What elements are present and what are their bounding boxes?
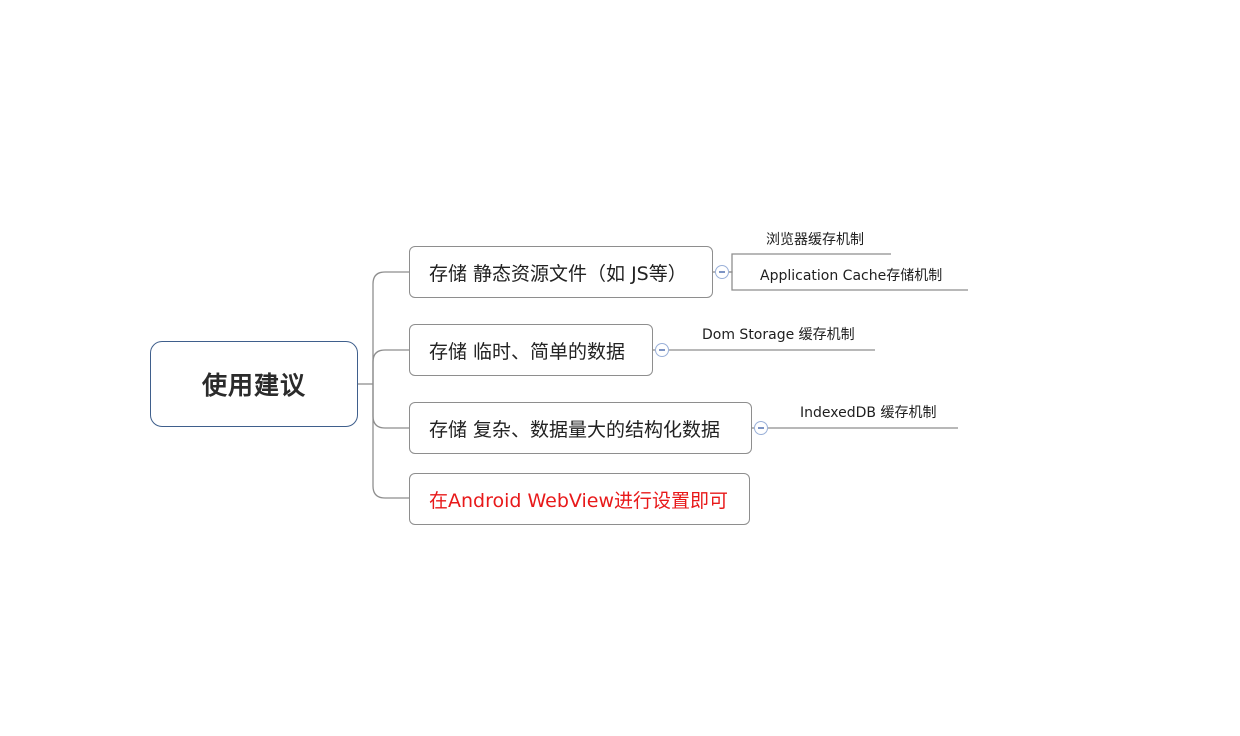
connector-branch-2 bbox=[372, 384, 409, 429]
collapse-toggle-icon[interactable] bbox=[655, 343, 669, 357]
connector-leaf-0-1 bbox=[729, 271, 968, 291]
collapse-toggle-icon[interactable] bbox=[715, 265, 729, 279]
connector-branch-1 bbox=[372, 349, 409, 384]
branch-webview-settings[interactable]: 在Android WebView进行设置即可 bbox=[409, 473, 750, 525]
connector-branch-0 bbox=[372, 271, 409, 384]
collapse-toggle-icon[interactable] bbox=[754, 421, 768, 435]
leaf-dom-storage[interactable]: Dom Storage 缓存机制 bbox=[702, 327, 855, 343]
branch-temporary-simple-data[interactable]: 存储 临时、简单的数据 bbox=[409, 324, 653, 376]
branch-static-resources[interactable]: 存储 静态资源文件（如 JS等） bbox=[409, 246, 713, 298]
central-topic[interactable]: 使用建议 bbox=[150, 341, 358, 427]
branch-complex-structured-data[interactable]: 存储 复杂、数据量大的结构化数据 bbox=[409, 402, 752, 454]
connector-branch-3 bbox=[372, 384, 409, 499]
leaf-indexeddb[interactable]: IndexedDB 缓存机制 bbox=[800, 405, 937, 421]
leaf-application-cache[interactable]: Application Cache存储机制 bbox=[760, 268, 943, 284]
leaf-browser-cache[interactable]: 浏览器缓存机制 bbox=[766, 232, 864, 248]
